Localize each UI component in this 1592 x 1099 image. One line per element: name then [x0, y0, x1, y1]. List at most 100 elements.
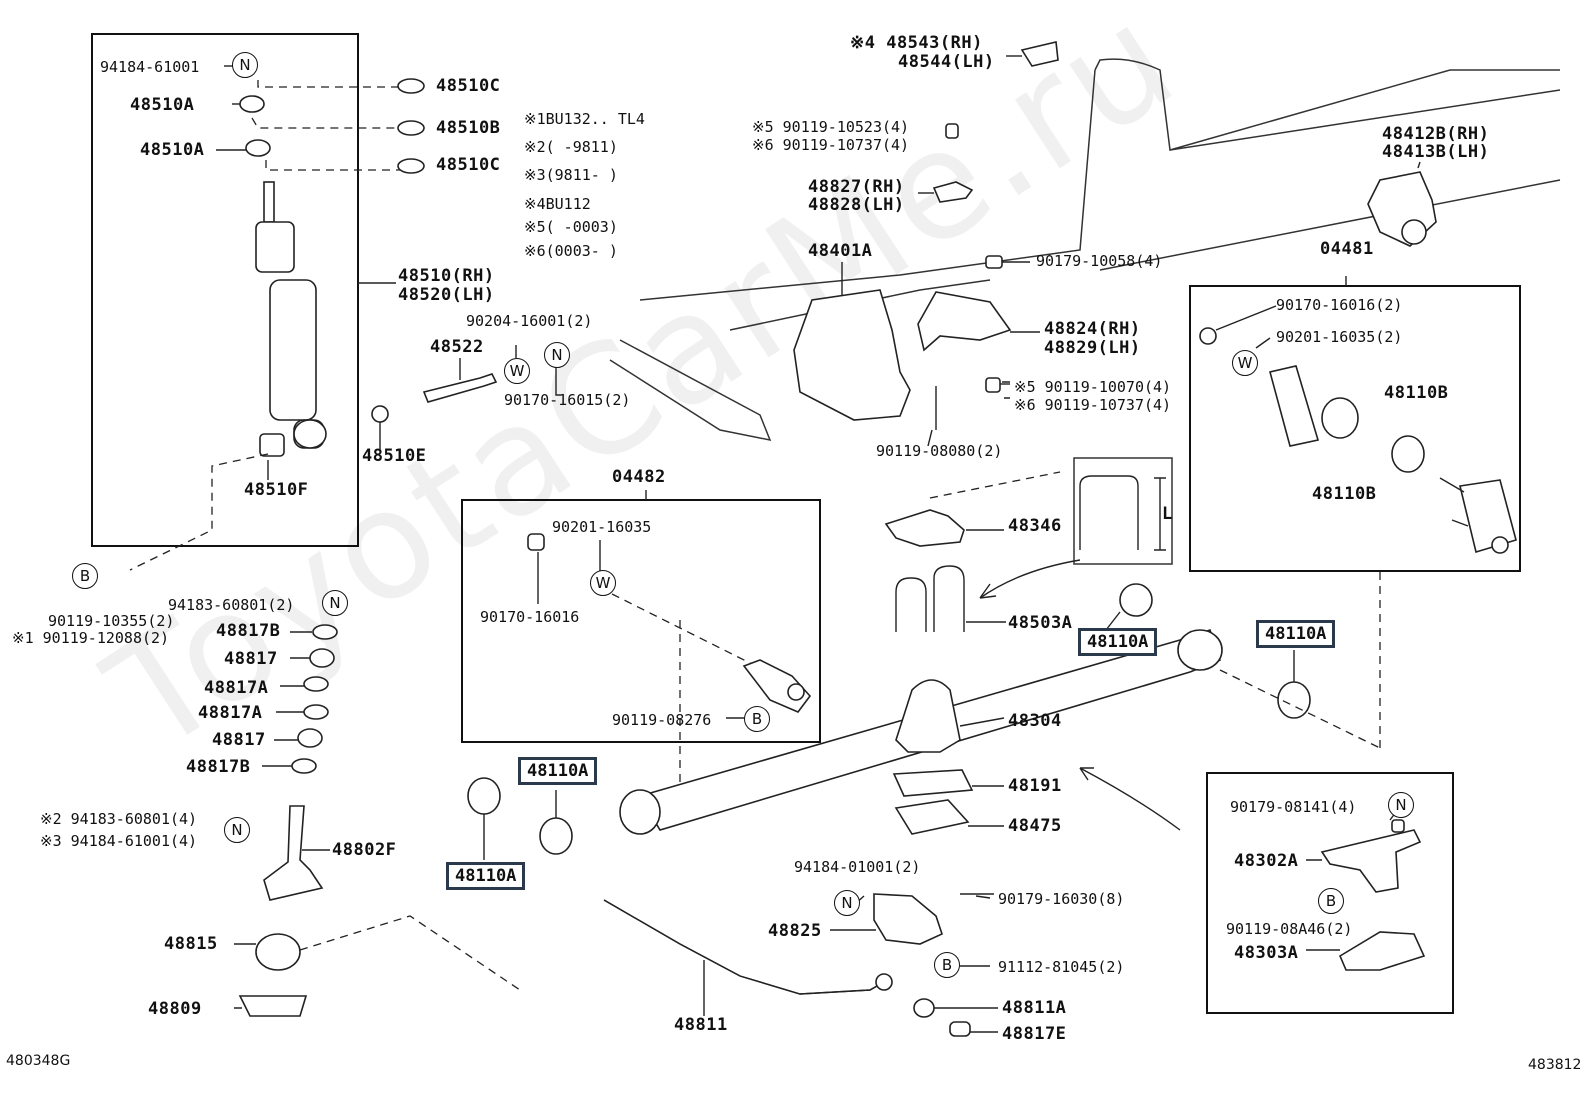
b-symbol-4: B [1318, 888, 1344, 914]
label-48829: 48829(LH) [1044, 338, 1141, 358]
label-48510b: 48510B [436, 118, 501, 138]
label-90119-10523: ※5 90119-10523(4) [752, 118, 910, 136]
label-48510e: 48510E [362, 446, 427, 466]
label-48510f: 48510F [244, 480, 309, 500]
label-48817b-1: 48817B [216, 621, 281, 641]
note-4: ※4BU112 [524, 195, 591, 213]
b-symbol-1: B [72, 563, 98, 589]
label-48510a-1: 48510A [130, 95, 195, 115]
bushing-48110a-a [467, 777, 501, 815]
label-48510c-2: 48510C [436, 155, 501, 175]
label-48413b: 48413B(LH) [1382, 142, 1490, 162]
label-94183-60801-top: 94183-60801(2) [168, 596, 295, 614]
bumper-box [1206, 772, 1454, 1014]
label-48510c-1: 48510C [436, 76, 501, 96]
kit-04482-box [461, 499, 821, 743]
footer-right: 483812 [1528, 1057, 1582, 1073]
label-48825: 48825 [768, 921, 822, 941]
label-48520-lh: 48520(LH) [398, 285, 495, 305]
n-symbol-6: N [1388, 792, 1414, 818]
washer-48510c-1 [397, 78, 425, 94]
label-90170-16016-r: 90170-16016(2) [1276, 296, 1403, 314]
bushing-48110a-c [1119, 583, 1153, 617]
w-symbol-2: W [590, 570, 616, 596]
bumper-48303a [1338, 931, 1426, 971]
plate-48543 [1020, 41, 1059, 67]
label-48110b-1: 48110B [1384, 383, 1449, 403]
label-48811: 48811 [674, 1015, 728, 1035]
label-48475: 48475 [1008, 816, 1062, 836]
label-48503a: 48503A [1008, 613, 1073, 633]
label-48802f: 48802F [332, 840, 397, 860]
label-48543: ※4 48543(RH) [850, 33, 983, 53]
label-48817b-2: 48817B [186, 757, 251, 777]
label-48827: 48827(RH) [808, 177, 905, 197]
label-48110a-bottom[interactable]: 48110A [446, 862, 526, 890]
plate-48827 [932, 181, 974, 203]
label-48191: 48191 [1008, 776, 1062, 796]
label-90119-12088: ※1 90119-12088(2) [12, 629, 170, 647]
label-48412b: 48412B(RH) [1382, 124, 1490, 144]
plate-48346 [884, 509, 965, 547]
frame-rail-inner [729, 279, 991, 331]
label-90119-08276: 90119-08276 [612, 711, 712, 729]
label-90119-10737-mid: ※6 90119-10737(4) [1014, 396, 1172, 414]
label-48811a: 48811A [1002, 998, 1067, 1018]
label-90119-08080: 90119-08080(2) [876, 442, 1003, 460]
washer-48510c-2 [397, 158, 425, 174]
label-48510a-2: 48510A [140, 140, 205, 160]
plate-48824 [917, 291, 1012, 352]
b-symbol-3: B [934, 952, 960, 978]
label-48815: 48815 [164, 934, 218, 954]
w-symbol-1: W [504, 358, 530, 384]
b-symbol-2: B [744, 706, 770, 732]
label-48346: 48346 [1008, 516, 1062, 536]
shock-absorber-box [91, 33, 359, 547]
u-bolt-detail [1079, 475, 1139, 550]
label-48303a: 48303A [1234, 943, 1299, 963]
shock-absorber-drawing [255, 181, 327, 457]
n-symbol-3: N [322, 590, 348, 616]
label-48110a-mid[interactable]: 48110A [1078, 628, 1158, 656]
washer-48510b [397, 120, 425, 136]
bushing-48815 [255, 933, 301, 971]
label-90119-10070: ※5 90119-10070(4) [1014, 378, 1172, 396]
label-90179-16030: 90179-16030(8) [998, 890, 1125, 908]
bracket-48401a [793, 289, 911, 421]
note-2: ※2( -9811) [524, 138, 618, 156]
n-symbol-2: N [544, 342, 570, 368]
label-04482: 04482 [612, 467, 666, 487]
w-symbol-3: W [1232, 350, 1258, 376]
n-symbol-5: N [834, 890, 860, 916]
label-94184-01001: 94184-01001(2) [794, 858, 921, 876]
label-90170-16015: 90170-16015(2) [504, 391, 631, 409]
frame-rail-lower [609, 339, 772, 442]
label-48110a-right[interactable]: 48110A [1256, 620, 1336, 648]
bushing-48510a-2 [245, 139, 271, 157]
bracket-48825 [873, 893, 943, 945]
n-symbol-4: N [224, 817, 250, 843]
label-48809: 48809 [148, 999, 202, 1019]
label-48110a-left[interactable]: 48110A [518, 757, 598, 785]
label-94184-61001-4: ※3 94184-61001(4) [40, 832, 198, 850]
label-04481: 04481 [1320, 239, 1374, 259]
frame-rail-top [1094, 58, 1560, 151]
label-90179-08141: 90179-08141(4) [1230, 798, 1357, 816]
bushing-48510a-1 [239, 95, 265, 113]
label-90170-16016-b: 90170-16016 [480, 608, 580, 626]
note-6: ※6(0003- ) [524, 242, 618, 260]
kit-04481-box [1189, 285, 1521, 572]
note-1: ※1BU132.. TL4 [524, 110, 645, 128]
label-48817-1: 48817 [224, 649, 278, 669]
arrow-main [1079, 767, 1181, 831]
label-48817-2: 48817 [212, 730, 266, 750]
footer-left: 480348G [6, 1053, 71, 1069]
label-48817a-1: 48817A [204, 678, 269, 698]
label-48817a-2: 48817A [198, 703, 263, 723]
note-5: ※5( -0003) [524, 218, 618, 236]
label-l: L [1162, 504, 1173, 524]
label-90201-16035-b: 90201-16035 [552, 518, 652, 536]
label-94184-61001-top: 94184-61001 [100, 58, 200, 76]
shackle-plate-r2 [1459, 479, 1517, 554]
